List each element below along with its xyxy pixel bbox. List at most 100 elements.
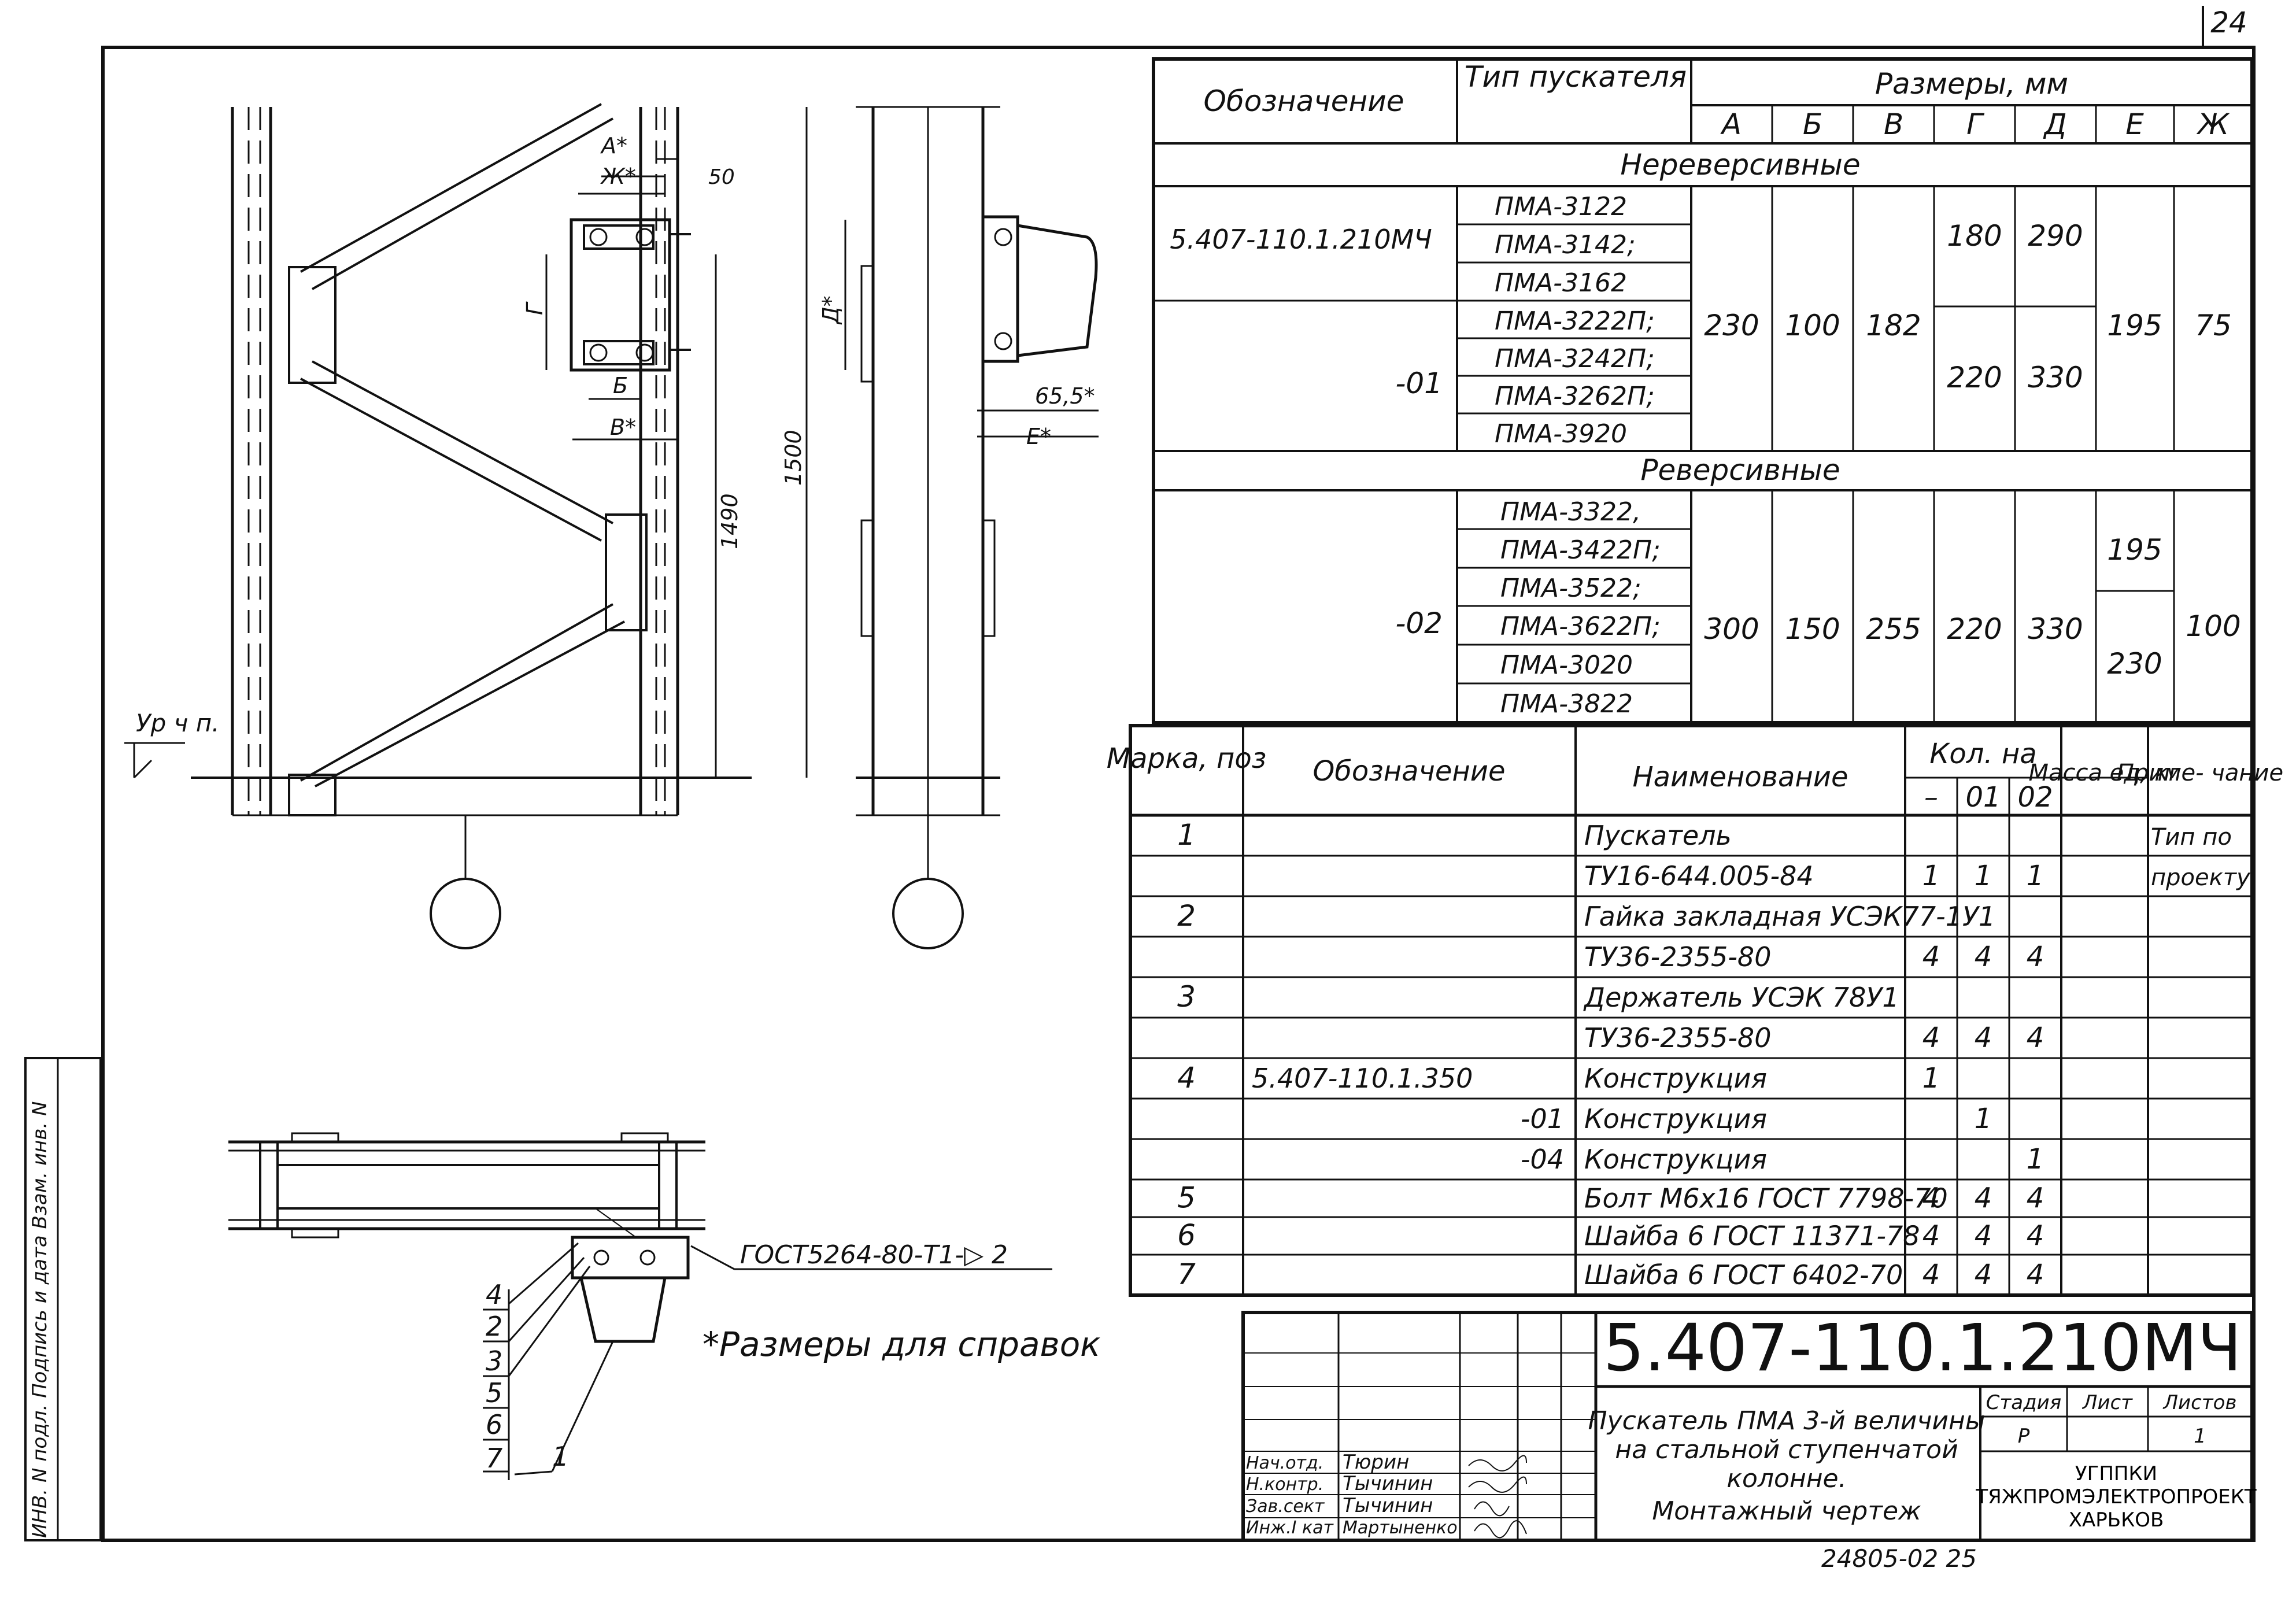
rev-b: 150 xyxy=(1785,612,1840,646)
type-3020: ПМА-3020 xyxy=(1500,650,1633,680)
name-3: Тычинин xyxy=(1343,1494,1433,1517)
title-block xyxy=(1241,1311,2254,1542)
rev-d: 330 xyxy=(2028,612,2083,646)
rev-e2: 230 xyxy=(2107,647,2162,681)
spec-cell-name: Шайба 6 ГОСТ 11371-78 xyxy=(1584,1221,1920,1252)
callout-numbers: 4 2 3 5 6 7 1 xyxy=(486,1279,569,1474)
spec-cell-q1: 4 xyxy=(1975,1259,1992,1291)
page-number: 24 xyxy=(2210,6,2247,39)
rev-g: 220 xyxy=(1947,612,2002,646)
title-line-4: Монтажный чертеж xyxy=(1652,1496,1921,1526)
plan-section xyxy=(228,1132,1052,1480)
type-3122: ПМА-3122 xyxy=(1495,192,1627,221)
dim-h-type: Тип пускателя xyxy=(1465,60,1687,94)
title-stage-cells: Стадия Лист Листов Р 1 xyxy=(1986,1391,2237,1448)
spec-cell-pos: 4 xyxy=(1177,1061,1196,1095)
dim-col-d: Д xyxy=(2043,108,2066,141)
dim-col-b: Б xyxy=(1803,108,1822,141)
spec-cell-q1: 1 xyxy=(1975,1103,1992,1135)
dim-col-g: Г xyxy=(1966,108,1985,141)
nonrev-zh: 75 xyxy=(2195,309,2232,342)
nonrev-a: 230 xyxy=(1704,309,1759,342)
spec-h-mark: Марка, поз xyxy=(1107,742,1267,775)
stage-value: Р xyxy=(2018,1425,2030,1448)
spec-h-note: Приме- чание xyxy=(2117,760,2283,786)
spec-cell-q0: 1 xyxy=(1922,860,1940,892)
section-nonreversible: Нереверсивные xyxy=(1620,148,1860,182)
spec-cell-q2: 4 xyxy=(2027,1182,2044,1215)
callout-5: 5 xyxy=(486,1377,502,1408)
spec-cell-name: Конструкция xyxy=(1584,1103,1767,1134)
dim-b-label: Б xyxy=(613,373,628,398)
type-3522: ПМА-3522; xyxy=(1500,574,1641,603)
dim-col-v: В xyxy=(1884,108,1903,141)
spec-cell-pos: 1 xyxy=(1177,818,1196,852)
rev-v: 255 xyxy=(1866,612,1921,646)
type-3222: ПМА-3222П; xyxy=(1495,306,1655,336)
spec-cell-q0: 4 xyxy=(1922,941,1940,973)
dim-50-label: 50 xyxy=(708,165,735,189)
spec-cell-name: ТУ36-2355-80 xyxy=(1584,1022,1771,1053)
spec-table xyxy=(1129,724,2254,1297)
spec-cell-q0: 4 xyxy=(1922,1259,1940,1291)
dim-1500-label: 1500 xyxy=(781,430,806,486)
type-3162: ПМА-3162 xyxy=(1495,268,1627,298)
g2-designation: -01 xyxy=(1395,367,1443,400)
h-stage: Стадия xyxy=(1986,1391,2061,1414)
type-3142: ПМА-3142; xyxy=(1495,230,1636,260)
dimensions-table-text: Обозначение Тип пускателя Размеры, мм А … xyxy=(1170,60,2241,719)
type-3322: ПМА-3322, xyxy=(1500,497,1641,527)
dim-v-label: В* xyxy=(610,415,636,440)
org-line-2: ТЯЖПРОМЭЛЕКТРОПРОЕКТ xyxy=(1975,1485,2257,1509)
spec-cell-name: Пускатель xyxy=(1584,820,1732,851)
spec-cell-des: -04 xyxy=(1521,1144,1564,1175)
dim-h-designation: Обозначение xyxy=(1204,84,1404,118)
nonrev-e: 195 xyxy=(2107,309,2162,342)
spec-cell-note: Тип по xyxy=(2151,824,2232,851)
spec-h-qty-1: 01 xyxy=(1965,781,2001,814)
signature-block: Нач.отд. Н.контр. Зав.сект Инж.I кат Тюр… xyxy=(1246,1451,1458,1538)
spec-cell-q1: 4 xyxy=(1975,1022,1992,1054)
spec-cell-pos: 5 xyxy=(1177,1181,1196,1215)
spec-h-qty-2: 02 xyxy=(2017,781,2053,814)
side-elevation xyxy=(805,106,1099,949)
title-line-1: Пускатель ПМА 3-й величины xyxy=(1588,1406,1985,1436)
footer-code: 24805-02 25 xyxy=(1821,1544,1977,1573)
dim-zh-label: Ж* xyxy=(600,164,636,189)
dim-col-e: Е xyxy=(2125,108,2144,141)
dim-a-label: А* xyxy=(600,133,627,158)
spec-cell-name: Гайка закладная УСЭК77-1У1 xyxy=(1584,901,1995,932)
name-4: Мартыненко xyxy=(1343,1518,1458,1538)
spec-cell-name: Болт М6х16 ГОСТ 7798-70 xyxy=(1584,1183,1948,1214)
doc-number: 5.407-110.1.210МЧ xyxy=(1603,1311,2242,1386)
role-1: Нач.отд. xyxy=(1246,1453,1323,1473)
column-elevation xyxy=(124,103,752,949)
spec-cell-q0: 4 xyxy=(1922,1022,1940,1054)
spec-cell-q2: 4 xyxy=(2027,1022,2044,1054)
spec-cell-name: Шайба 6 ГОСТ 6402-70 xyxy=(1584,1259,1903,1291)
h-sheet: Лист xyxy=(2081,1391,2133,1414)
spec-h-name: Наименование xyxy=(1632,761,1848,793)
type-3622: ПМА-3622П; xyxy=(1500,612,1661,641)
type-3262: ПМА-3262П; xyxy=(1495,382,1655,411)
type-3920: ПМА-3920 xyxy=(1495,419,1627,449)
spec-cell-name: ТУ16-644.005-84 xyxy=(1584,860,1814,892)
spec-cell-q2: 1 xyxy=(2027,1143,2044,1175)
nonrev-v: 182 xyxy=(1866,309,1921,342)
nonrev-b: 100 xyxy=(1785,309,1840,342)
spec-cell-pos: 7 xyxy=(1177,1258,1196,1291)
spec-cell-q0: 1 xyxy=(1922,1062,1940,1095)
level-label: Ур ч п. xyxy=(136,709,220,737)
dim-g-label: Г xyxy=(522,301,548,315)
dim-col-a: А xyxy=(1720,108,1742,141)
callout-4: 4 xyxy=(486,1279,502,1310)
g1-designation: 5.407-110.1.210МЧ xyxy=(1170,224,1432,255)
type-3242: ПМА-3242П; xyxy=(1495,344,1655,374)
organization: УГППКИ ТЯЖПРОМЭЛЕКТРОПРОЕКТ ХАРЬКОВ xyxy=(1975,1462,2257,1532)
spec-cell-q0: 4 xyxy=(1922,1220,1940,1252)
spec-h-qty-0: – xyxy=(1924,781,1938,814)
role-4: Инж.I кат xyxy=(1246,1518,1334,1538)
g1-d: 290 xyxy=(2028,219,2083,253)
spec-cell-q2: 4 xyxy=(2027,1220,2044,1252)
callout-2: 2 xyxy=(486,1311,502,1342)
